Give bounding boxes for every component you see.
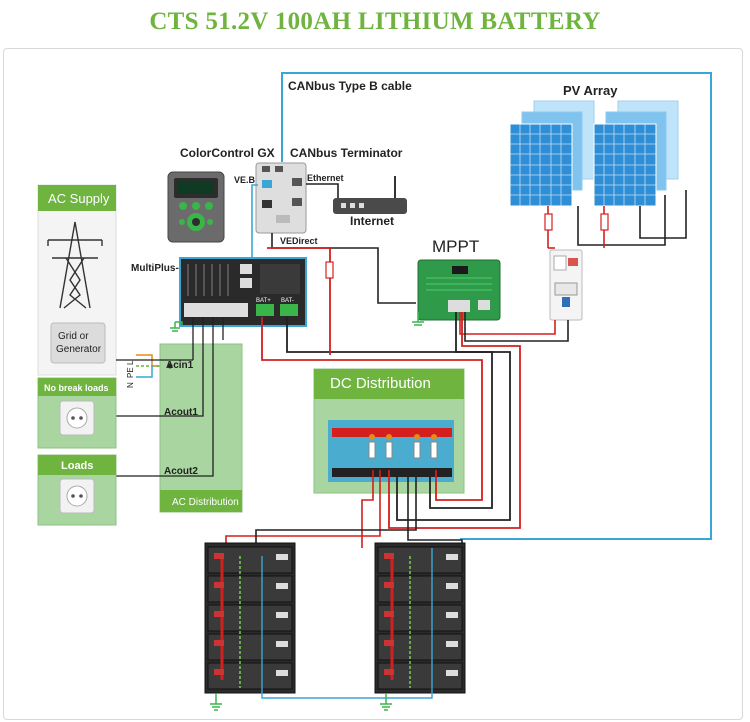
colorcontrol-label: ColorControl GX <box>180 146 275 160</box>
grid-generator-box <box>50 322 106 364</box>
dc-distribution-label: DC Distribution <box>330 375 431 392</box>
solar-panel-left <box>509 100 595 207</box>
ground-icon-mppt <box>412 312 424 326</box>
pv-array-label: PV Array <box>563 83 618 98</box>
battery-fuse <box>325 261 334 279</box>
canbus-cable-label: CANbus Type B cable <box>288 79 412 93</box>
ac-wires <box>116 317 224 477</box>
ground-icon-battery-left <box>210 693 222 711</box>
solar-panel-right <box>593 100 679 207</box>
acout1-label: Acout1 <box>164 407 198 418</box>
loads-panel <box>37 454 117 526</box>
ground-icon-multiplus <box>170 321 183 332</box>
pv-breaker <box>549 249 583 321</box>
battery-stack-left <box>204 542 296 694</box>
canbus-terminator-label: CANbus Terminator <box>290 146 403 160</box>
pv-array <box>509 100 679 207</box>
no-break-loads-label: No break loads <box>44 383 109 393</box>
power-tower-icon <box>47 221 103 309</box>
bat-minus-label: BAT- <box>281 298 294 304</box>
mppt-pv-wires <box>459 312 569 342</box>
acout2-label: Acout2 <box>164 466 198 477</box>
multiplus-inverter <box>179 257 307 327</box>
vedirect-label: VEDirect <box>280 236 318 246</box>
ac-distribution-label: AC Distribution <box>172 497 239 508</box>
page-title: CTS 51.2V 100AH LITHIUM BATTERY <box>149 8 601 35</box>
pv-wires <box>547 190 687 249</box>
ethernet-cable <box>306 183 339 198</box>
phase-n-label: N <box>126 382 135 388</box>
battery-stack-right <box>374 542 466 694</box>
mppt-label: MPPT <box>432 237 479 256</box>
ac-distribution-panel <box>159 343 243 513</box>
ethernet-label: Ethernet <box>307 173 344 183</box>
phase-l-label: L <box>126 360 135 365</box>
acin1-label: Acin1 <box>166 360 194 371</box>
grid-label: Grid or <box>58 331 89 342</box>
no-break-loads-panel <box>37 377 117 449</box>
internet-label: Internet <box>350 214 394 228</box>
loads-label: Loads <box>61 460 93 472</box>
acin1-junction <box>167 363 173 369</box>
gx-controller-device <box>255 162 307 234</box>
colorcontrol-gx-device <box>167 171 225 243</box>
multiplus-label: MultiPlus-II <box>131 263 185 274</box>
battery-can-link <box>261 690 433 699</box>
ground-icon-battery-right <box>380 693 392 711</box>
canbus-cable <box>281 72 712 540</box>
dc-main-wires <box>261 247 521 529</box>
bat-plus-label: BAT+ <box>256 298 271 304</box>
phase-pe-label: PE <box>126 367 135 378</box>
pv-fuse-right <box>600 213 609 231</box>
pv-fuse-left <box>544 213 553 231</box>
mppt-charger <box>417 259 501 321</box>
generator-label: Generator <box>56 344 102 355</box>
ac-supply-label: AC Supply <box>48 191 110 206</box>
diagram-frame <box>3 48 743 720</box>
vedirect-cable <box>271 233 416 304</box>
router-device <box>333 176 407 214</box>
vebus-label: VE.Bus <box>234 175 266 185</box>
